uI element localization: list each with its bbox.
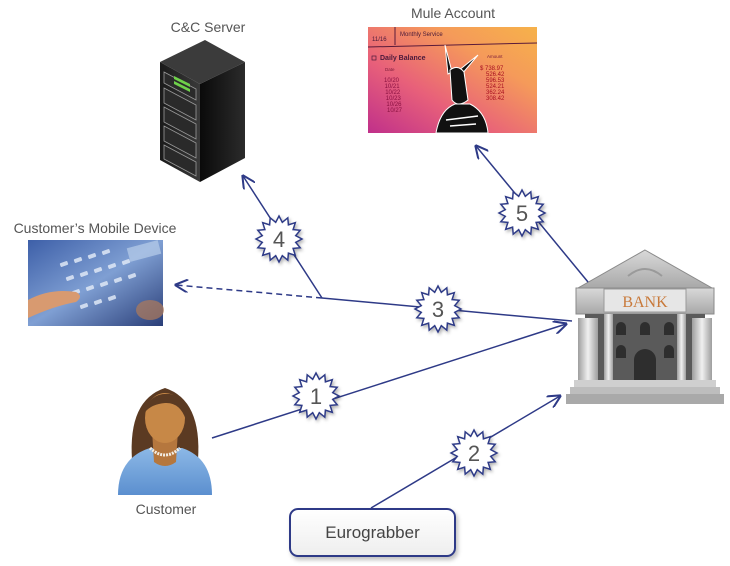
- statement-amount: 524.21: [486, 84, 505, 90]
- statement-date: 10/27: [387, 108, 403, 114]
- step-badge-2: 2: [449, 428, 499, 478]
- step-number: 5: [516, 201, 528, 226]
- statement-date-header: 11/16: [372, 37, 387, 43]
- step-number: 4: [273, 227, 285, 252]
- statement-date: 10/26: [386, 102, 402, 108]
- arrow-step-3-dashed: [176, 285, 323, 299]
- bank-sign-text: BANK: [622, 294, 668, 311]
- bank-building-icon: BANK: [566, 249, 724, 404]
- starburst-icon: [413, 284, 463, 334]
- starburst-icon: [449, 428, 499, 478]
- step-number: 3: [432, 297, 444, 322]
- arrow-step-1: [211, 324, 566, 439]
- statement-date: 10/23: [386, 96, 402, 102]
- starburst-icon: [254, 214, 304, 264]
- step-badge-5: 5: [497, 188, 547, 238]
- mule-account-label: Mule Account: [411, 5, 495, 21]
- starburst-icon: [291, 371, 341, 421]
- statement-amount: $ 738.97: [480, 66, 504, 72]
- statement-date: 10/22: [385, 90, 401, 96]
- step-badge-1: 1: [291, 371, 341, 421]
- step-badge-4: 4: [254, 214, 304, 264]
- mule-figure-icon: [435, 44, 489, 134]
- statement-amount: 596.53: [486, 78, 505, 84]
- server-rack-icon: [160, 40, 245, 182]
- step-badge-3: 3: [413, 284, 463, 334]
- step-number: 2: [468, 441, 480, 466]
- statement-date: 10/20: [384, 78, 400, 84]
- customer-avatar-icon: [118, 388, 212, 495]
- starburst-icon: [497, 188, 547, 238]
- statement-amount-col: Amount: [487, 54, 503, 59]
- mobile-device-image: [28, 240, 164, 326]
- cc-server-label: C&C Server: [171, 19, 246, 35]
- statement-date: 10/21: [385, 84, 401, 90]
- eurograbber-label: Eurograbber: [325, 522, 420, 542]
- mule-account-image: 11/16 Monthly Service Daily Balance Date…: [367, 27, 538, 134]
- statement-header-text: Monthly Service: [400, 32, 443, 38]
- eurograbber-box[interactable]: Eurograbber: [289, 508, 456, 557]
- mobile-device-label: Customer’s Mobile Device: [14, 220, 177, 236]
- statement-amount: 362.24: [486, 90, 505, 96]
- statement-amount: 526.42: [486, 72, 505, 78]
- statement-date-col: Date: [385, 67, 395, 72]
- step-number: 1: [310, 384, 322, 409]
- statement-amount: 308.42: [486, 96, 505, 102]
- statement-section-title: Daily Balance: [380, 55, 426, 62]
- customer-label: Customer: [136, 501, 197, 517]
